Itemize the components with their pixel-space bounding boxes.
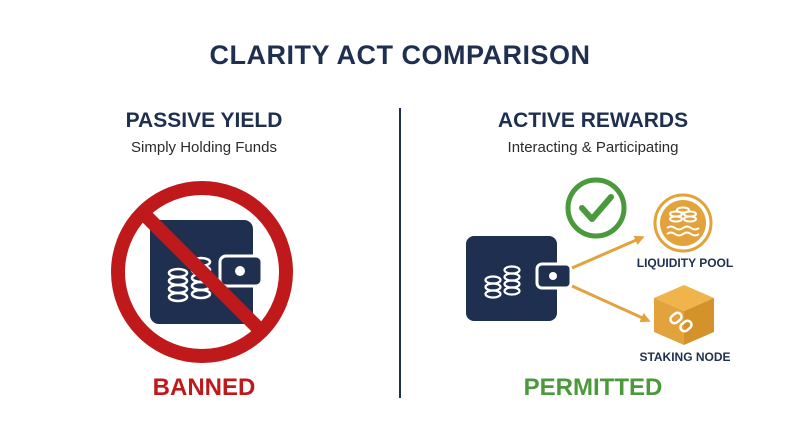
- arrow-to-staking-node: [571, 284, 651, 323]
- wallet-icon: [466, 236, 573, 321]
- arrow-to-liquidity-pool: [571, 235, 645, 270]
- passive-yield-subheading: Simply Holding Funds: [131, 139, 277, 156]
- liquidity-pool-label: LIQUIDITY POOL: [636, 256, 734, 270]
- active-rewards-subheading: Interacting & Participating: [507, 139, 679, 156]
- staking-node-label: STAKING NODE: [639, 350, 731, 364]
- page-title: CLARITY ACT COMPARISON: [209, 40, 591, 70]
- banned-label: BANNED: [152, 374, 256, 401]
- checkmark-icon: [565, 177, 627, 239]
- passive-yield-heading: PASSIVE YIELD: [125, 109, 283, 132]
- link-icon: [669, 311, 693, 333]
- coins-icon: [484, 265, 521, 299]
- active-rewards-heading: ACTIVE REWARDS: [497, 109, 689, 132]
- staking-node-icon: [654, 285, 714, 345]
- prohibited-wallet-icon: [111, 181, 293, 363]
- permitted-label: PERMITTED: [523, 374, 663, 401]
- prohibited-icon: [111, 181, 293, 363]
- liquidity-pool-icon: [653, 193, 713, 253]
- divider: [399, 108, 401, 398]
